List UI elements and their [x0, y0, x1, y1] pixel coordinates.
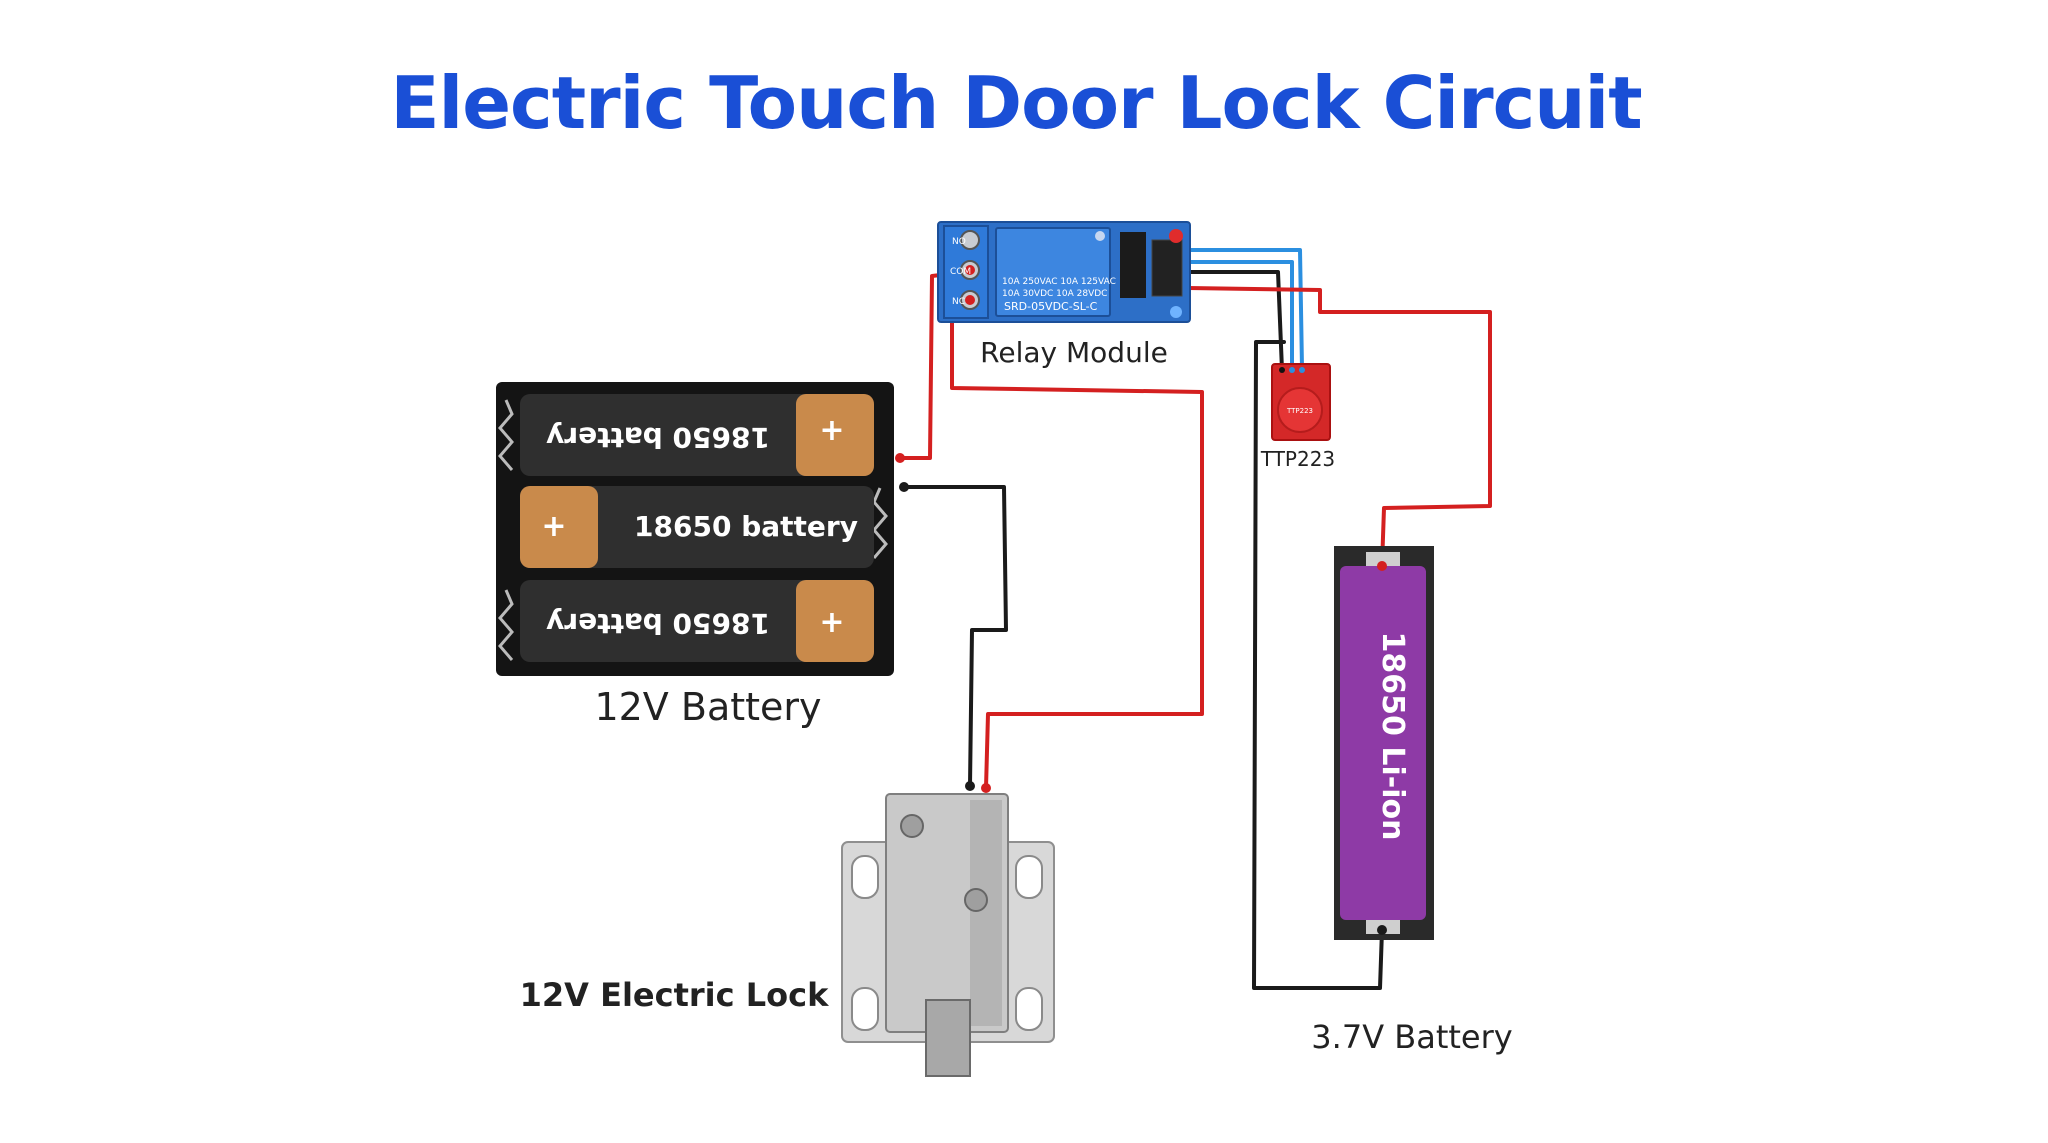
terminal-wire-red-1: [965, 265, 975, 275]
wire-relay-to-sensor-blue-2: [1186, 260, 1294, 370]
lock-mount-hole-2: [851, 987, 879, 1031]
relay-label: Relay Module: [980, 336, 1168, 369]
battery-37v: 18650 Li-ion: [1334, 546, 1434, 940]
wire-relay-to-sensor-black: [1186, 270, 1284, 372]
battery-12v: + 18650 battery + 18650 battery + 18650 …: [496, 382, 894, 676]
liion-cell: [1340, 566, 1426, 920]
lock-black-terminal: [965, 781, 975, 791]
relay-module: NO COM NC 10A 250VAC 10A 125VAC 10A 30VD…: [937, 221, 1191, 323]
liion-top-contact: [1366, 552, 1400, 566]
holder-spring-right: [872, 487, 888, 559]
lock-mount-hole-1: [851, 855, 879, 899]
relay-header: [1151, 239, 1183, 297]
terminal-screw-1: [960, 230, 980, 250]
terminal-label-com: COM: [950, 267, 971, 277]
relay-led-red: [1169, 229, 1183, 243]
cell-1-text: 18650 battery: [546, 421, 770, 454]
terminal-label-nc: NC: [952, 297, 965, 307]
wire-relay-to-liion-red: [1186, 286, 1492, 568]
liion-plus-terminal: [1377, 561, 1387, 571]
cell-2-plus: +: [541, 509, 566, 544]
cell-1-plus: +: [819, 413, 844, 448]
cell-1-body: [520, 394, 874, 476]
battery-37v-label: 3.7V Battery: [1311, 1018, 1512, 1056]
relay-chip: [1120, 232, 1146, 298]
cell-2-text: 18650 battery: [634, 510, 858, 543]
page-title: Electric Touch Door Lock Circuit: [390, 61, 1641, 145]
lock-bolt: [925, 999, 971, 1077]
lock-body-shade: [970, 800, 1002, 1026]
sensor-pin-3: [1299, 367, 1305, 373]
relay-part-number: SRD-05VDC-SL-C: [1004, 300, 1098, 313]
lock-mount-hole-4: [1015, 987, 1043, 1031]
liion-minus-terminal: [1377, 925, 1387, 935]
sensor-pin-1: [1279, 367, 1285, 373]
lock-screw-2: [964, 888, 988, 912]
lock-red-terminal: [981, 783, 991, 793]
wire-relay-to-lock: [950, 300, 1204, 790]
touch-sensor: TTP223: [1271, 363, 1331, 441]
cell-1-cap: [796, 394, 874, 476]
battery-plus-terminal: [895, 453, 905, 463]
relay-rating-1: 10A 250VAC 10A 125VAC: [1002, 277, 1116, 287]
sensor-pin-2: [1289, 367, 1295, 373]
wire-battery-to-lock: [902, 485, 1008, 788]
wire-sensor-to-liion-black: [1252, 340, 1384, 990]
holder-spring-left-2: [498, 589, 514, 661]
liion-cell-text: 18650 Li-ion: [1375, 632, 1410, 841]
terminal-wire-red-2: [965, 295, 975, 305]
battery-minus-terminal: [899, 482, 909, 492]
sensor-chip-text: TTP223: [1286, 407, 1313, 415]
cell-2-cap: [520, 486, 598, 568]
cell-3-plus: +: [819, 605, 844, 640]
relay-jumper: [1095, 231, 1105, 241]
lock-mount-hole-3: [1015, 855, 1043, 899]
cell-3-text: 18650 battery: [546, 607, 770, 640]
cell-2-body: [520, 486, 874, 568]
holder-spring-left: [498, 399, 514, 471]
relay-rating-2: 10A 30VDC 10A 28VDC: [1002, 289, 1107, 299]
electric-lock: [841, 781, 1055, 1077]
relay-led-blue: [1170, 306, 1182, 318]
lock-label: 12V Electric Lock: [520, 976, 829, 1014]
sensor-pad: [1277, 387, 1323, 433]
cell-3-body: [520, 580, 874, 662]
battery-12v-label: 12V Battery: [594, 685, 821, 729]
lock-screw-1: [900, 814, 924, 838]
terminal-label-no: NO: [952, 237, 966, 247]
sensor-label: TTP223: [1260, 447, 1335, 471]
cell-3-cap: [796, 580, 874, 662]
relay-coil: [995, 227, 1111, 317]
wire-relay-to-sensor-blue-1: [1186, 248, 1304, 370]
